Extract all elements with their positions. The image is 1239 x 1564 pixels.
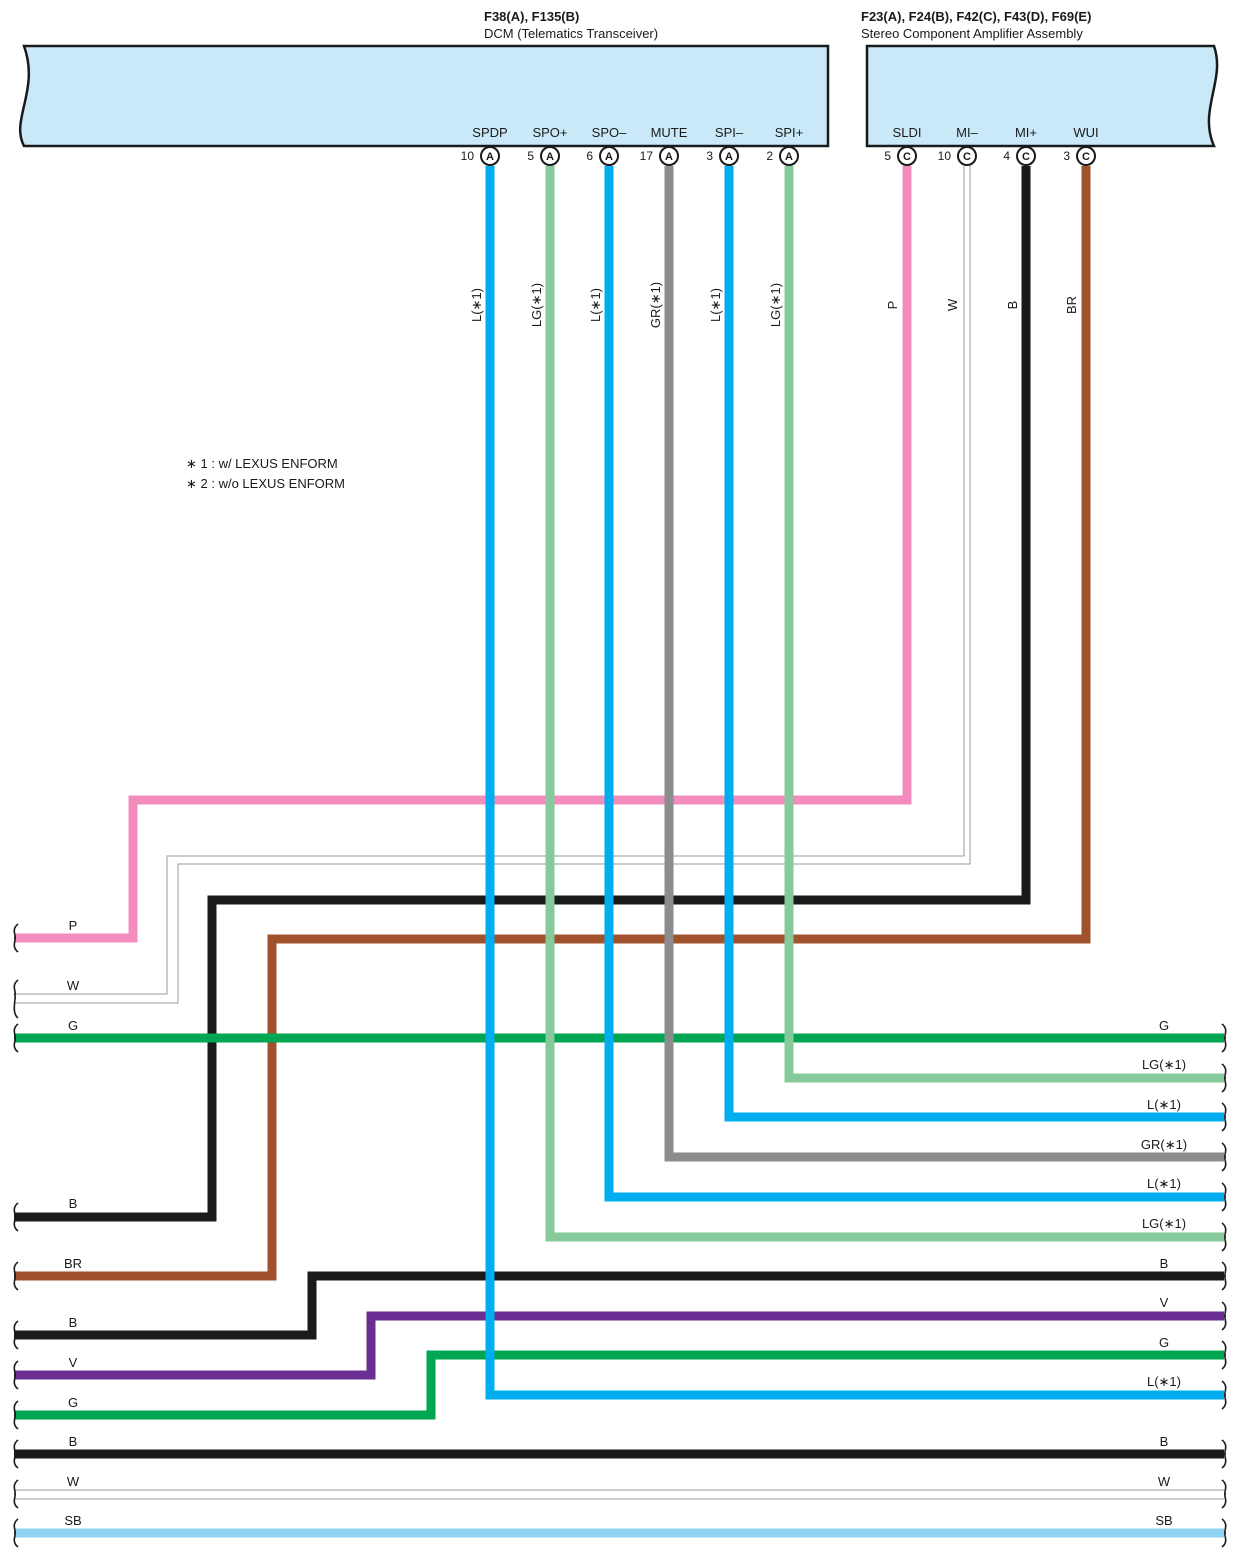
right-label-v: V <box>1160 1295 1169 1310</box>
pin-mi-minus: 10 C <box>938 146 977 166</box>
terminal-label-spo-minus: SPO– <box>592 125 627 140</box>
wire-lg-spo-plus <box>545 166 1224 1242</box>
right-label-b-2: B <box>1160 1434 1169 1449</box>
amp-name: Stereo Component Amplifier Assembly <box>861 26 1083 41</box>
right-label-g-1: G <box>1159 1018 1169 1033</box>
right-label-g-2: G <box>1159 1335 1169 1350</box>
pin-number-mi-minus: 10 <box>938 149 952 163</box>
wire-label-spo-plus: LG(∗1) <box>529 283 544 327</box>
terminal-label-mi-minus: MI– <box>956 125 978 140</box>
pin-connector-spo-minus: A <box>605 151 613 163</box>
pin-connector-mi-plus: C <box>1022 151 1030 163</box>
pin-connector-mi-minus: C <box>963 151 971 163</box>
left-break-marks <box>13 923 19 1548</box>
wire-label-mi-plus: B <box>1005 301 1020 310</box>
pin-connector-spdp: A <box>486 151 494 163</box>
right-label-w: W <box>1158 1474 1171 1489</box>
pin-sldi: 5 C <box>884 146 917 166</box>
pin-mute: 17 A <box>640 146 679 166</box>
wire-label-mi-minus: W <box>945 298 960 311</box>
right-label-l-1: L(∗1) <box>1147 1097 1181 1112</box>
pin-connector-sldi: C <box>903 151 911 163</box>
pin-mi-plus: 4 C <box>1003 146 1036 166</box>
pin-spi-plus: 2 A <box>766 146 799 166</box>
pin-spi-minus: 3 A <box>706 146 739 166</box>
pin-number-spo-plus: 5 <box>527 149 534 163</box>
dcm-connectors: F38(A), F135(B) <box>484 9 579 24</box>
terminal-label-mute: MUTE <box>651 125 688 140</box>
right-label-sb: SB <box>1155 1513 1172 1528</box>
wire-g-step <box>14 1350 1224 1420</box>
left-label-br: BR <box>64 1256 82 1271</box>
pin-number-spdp: 10 <box>461 149 475 163</box>
wire-label-spi-minus: L(∗1) <box>708 288 723 322</box>
left-label-b-3: B <box>69 1434 78 1449</box>
terminal-label-sldi: SLDI <box>893 125 922 140</box>
pin-connector-spi-minus: A <box>725 151 733 163</box>
wire-lg-spi-plus <box>784 166 1224 1083</box>
pin-spdp: 10 A <box>461 146 500 166</box>
right-break-marks <box>1221 1023 1227 1548</box>
pin-connector-mute: A <box>665 151 673 163</box>
terminal-label-spdp: SPDP <box>472 125 507 140</box>
terminal-label-spi-plus: SPI+ <box>775 125 804 140</box>
dcm-box <box>18 44 830 148</box>
wire-label-spi-plus: LG(∗1) <box>768 283 783 327</box>
left-label-p: P <box>69 918 78 933</box>
pin-number-spo-minus: 6 <box>586 149 593 163</box>
wire-p-sldi <box>14 166 912 943</box>
wire-label-spdp: L(∗1) <box>469 288 484 322</box>
left-label-b-2: B <box>69 1315 78 1330</box>
pin-connector-wui: C <box>1082 151 1090 163</box>
pin-spo-minus: 6 A <box>586 146 619 166</box>
left-label-v: V <box>69 1355 78 1370</box>
wire-label-sldi: P <box>885 301 900 310</box>
terminal-label-mi-plus: MI+ <box>1015 125 1037 140</box>
pin-spo-plus: 5 A <box>527 146 560 166</box>
wire-l-spdp <box>485 166 1224 1400</box>
wire-label-spo-minus: L(∗1) <box>588 288 603 322</box>
left-label-b-1: B <box>69 1196 78 1211</box>
right-label-lg-1: LG(∗1) <box>1142 1057 1186 1072</box>
dcm-name: DCM (Telematics Transceiver) <box>484 26 658 41</box>
terminal-label-spi-minus: SPI– <box>715 125 744 140</box>
wire-gr-mute <box>664 166 1224 1162</box>
right-label-l-2: L(∗1) <box>1147 1176 1181 1191</box>
wire-w-mi-minus <box>14 166 965 995</box>
pin-number-wui: 3 <box>1063 149 1070 163</box>
right-label-lg-2: LG(∗1) <box>1142 1216 1186 1231</box>
wire-v-step <box>14 1311 1224 1380</box>
note-2: ∗ 2 : w/o LEXUS ENFORM <box>186 476 345 491</box>
left-label-sb: SB <box>64 1513 81 1528</box>
wire-w-mi-minus-inner <box>14 166 971 1004</box>
amp-box <box>865 44 1219 148</box>
pin-connector-spo-plus: A <box>546 151 554 163</box>
note-1: ∗ 1 : w/ LEXUS ENFORM <box>186 456 338 471</box>
pin-number-mi-plus: 4 <box>1003 149 1010 163</box>
pin-number-mute: 17 <box>640 149 654 163</box>
right-label-b-1: B <box>1160 1256 1169 1271</box>
pin-number-spi-plus: 2 <box>766 149 773 163</box>
right-label-gr: GR(∗1) <box>1141 1137 1187 1152</box>
terminal-label-wui: WUI <box>1073 125 1098 140</box>
wire-l-spi-minus <box>724 166 1224 1122</box>
pin-number-sldi: 5 <box>884 149 891 163</box>
pin-number-spi-minus: 3 <box>706 149 713 163</box>
pin-connector-spi-plus: A <box>785 151 793 163</box>
wire-br-wui <box>14 166 1091 1281</box>
left-label-g-2: G <box>68 1395 78 1410</box>
wire-b-mi-plus <box>14 166 1031 1222</box>
terminal-label-spo-plus: SPO+ <box>532 125 567 140</box>
wire-l-spo-minus <box>604 166 1224 1202</box>
left-label-w: W <box>67 978 80 993</box>
left-label-w-2: W <box>67 1474 80 1489</box>
left-label-g-1: G <box>68 1018 78 1033</box>
wire-label-wui: BR <box>1064 296 1079 314</box>
amp-connectors: F23(A), F24(B), F42(C), F43(D), F69(E) <box>861 9 1091 24</box>
wire-b-step <box>14 1271 1224 1340</box>
right-label-l-3: L(∗1) <box>1147 1374 1181 1389</box>
wire-label-mute: GR(∗1) <box>648 282 663 328</box>
pin-wui: 3 C <box>1063 146 1096 166</box>
